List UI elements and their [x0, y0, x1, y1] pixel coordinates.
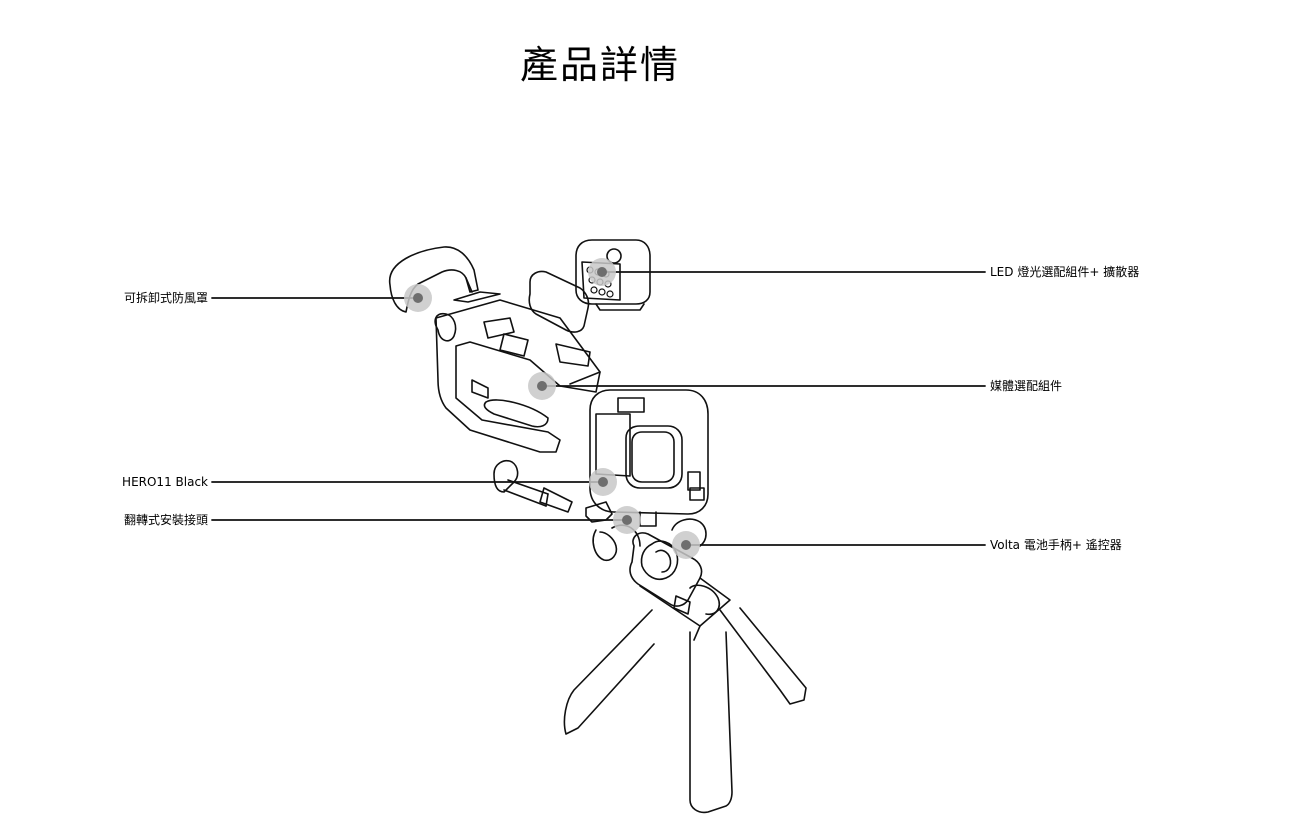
volta-grip-illustration	[563, 518, 807, 814]
callout-led-light[interactable]: LED 燈光選配組件+ 擴散器	[990, 265, 1140, 279]
hotspot-windscreen[interactable]	[404, 284, 432, 312]
hotspot-folding-mount[interactable]	[613, 506, 641, 534]
callout-hero11[interactable]: HERO11 Black	[122, 475, 208, 489]
camera-illustration	[589, 389, 709, 527]
callout-media-mod[interactable]: 媒體選配組件	[990, 379, 1063, 393]
hotspot-media-mod[interactable]	[528, 372, 556, 400]
hotspot-volta[interactable]	[672, 531, 700, 559]
media-mod-illustration	[434, 291, 601, 453]
hotspot-led-light[interactable]	[588, 258, 616, 286]
windscreen-illustration	[389, 246, 479, 313]
thumb-screw-illustration	[493, 459, 573, 513]
callout-folding-mount[interactable]: 翻轉式安裝接頭	[123, 513, 208, 527]
callout-lines	[211, 271, 986, 546]
callout-volta[interactable]: Volta 電池手柄+ 遙控器	[990, 538, 1122, 552]
media-mod-door-illustration	[528, 270, 590, 333]
hotspot-hero11[interactable]	[589, 468, 617, 496]
page-title: 產品詳情	[519, 43, 680, 87]
callout-windscreen[interactable]: 可拆卸式防風罩	[123, 291, 208, 305]
